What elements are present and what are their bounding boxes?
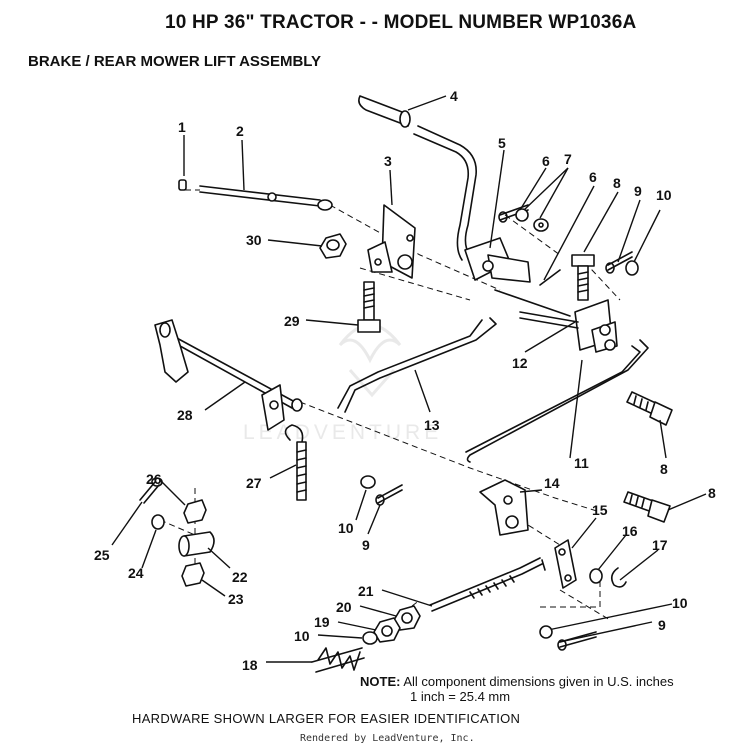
diagram-title: 10 HP 36" TRACTOR - - MODEL NUMBER WP103… xyxy=(165,12,637,33)
callout-29: 29 xyxy=(284,313,300,329)
callout-10c: 10 xyxy=(294,628,310,644)
part-10-washer-upper xyxy=(625,260,639,276)
part-9-cotter-pin-right-lower xyxy=(557,631,597,651)
callout-13: 13 xyxy=(424,417,440,433)
part-30-nut xyxy=(319,233,347,259)
part-22-ferrule xyxy=(178,531,215,557)
part-3-bracket xyxy=(367,204,416,279)
callout-14: 14 xyxy=(544,475,560,491)
callout-9a: 9 xyxy=(634,183,642,199)
callout-9b: 9 xyxy=(362,537,370,553)
callout-8c: 8 xyxy=(708,485,716,501)
callout-22: 22 xyxy=(232,569,248,585)
part-12-pivot-bracket xyxy=(519,299,618,353)
callout-25: 25 xyxy=(94,547,110,563)
callout-18: 18 xyxy=(242,657,258,673)
callout-10a: 10 xyxy=(656,187,672,203)
callout-numbers: 1 2 3 4 5 6 7 6 8 9 10 30 29 12 28 13 11… xyxy=(94,88,716,673)
part-27-eye-bolt xyxy=(284,424,307,501)
callout-8a: 8 xyxy=(613,175,621,191)
part-19-nut xyxy=(373,617,401,643)
part-1-pin xyxy=(178,179,187,191)
part-10-washer-lower xyxy=(362,631,378,645)
part-2-brake-rod xyxy=(199,185,333,211)
part-8-bolt-upper xyxy=(571,254,595,301)
callout-28: 28 xyxy=(177,407,193,423)
callout-10b: 10 xyxy=(338,520,354,536)
part-6-cotter-pin-lower xyxy=(539,269,561,286)
callout-5: 5 xyxy=(498,135,506,151)
callout-4: 4 xyxy=(450,88,458,104)
callout-6a: 6 xyxy=(542,153,550,169)
callout-27: 27 xyxy=(246,475,262,491)
part-29-bolt xyxy=(357,281,381,333)
note-line-2: 1 inch = 25.4 mm xyxy=(410,689,511,704)
dimension-note: NOTE: All component dimensions given in … xyxy=(360,674,674,704)
part-16-washer xyxy=(589,568,603,584)
callout-6b: 6 xyxy=(589,169,597,185)
part-20-nut xyxy=(393,605,421,631)
callout-23: 23 xyxy=(228,591,244,607)
part-18-spring xyxy=(311,647,365,673)
callout-11: 11 xyxy=(574,455,589,471)
callout-8b: 8 xyxy=(660,461,668,477)
watermark-logo xyxy=(338,323,402,398)
part-5-lift-lever xyxy=(413,125,571,317)
part-10-washer-middle xyxy=(360,475,376,489)
leader-lines xyxy=(111,95,707,663)
note-line-1: All component dimensions given in U.S. i… xyxy=(403,674,674,689)
part-28-lift-shaft xyxy=(154,319,303,431)
part-7-washers xyxy=(515,208,549,232)
part-11-rod xyxy=(465,339,649,463)
note-label: NOTE: xyxy=(360,674,401,689)
callout-21: 21 xyxy=(358,583,374,599)
part-4-handle-grip xyxy=(358,95,411,128)
callout-10d: 10 xyxy=(672,595,688,611)
callout-20: 20 xyxy=(336,599,352,615)
callout-24: 24 xyxy=(128,565,144,581)
part-23-nut xyxy=(181,562,205,587)
part-9-cotter-pin xyxy=(605,251,633,274)
assembly-subtitle: BRAKE / REAR MOWER LIFT ASSEMBLY xyxy=(28,53,322,70)
callout-26: 26 xyxy=(146,471,162,487)
part-26-nut xyxy=(183,499,207,524)
callout-16: 16 xyxy=(622,523,638,539)
callout-30: 30 xyxy=(246,232,262,248)
callout-3: 3 xyxy=(384,153,392,169)
callout-9c: 9 xyxy=(658,617,666,633)
callout-17: 17 xyxy=(652,537,668,553)
part-8-bolt-right xyxy=(626,391,673,426)
part-21-threaded-rod xyxy=(429,557,546,612)
hardware-footer-note: HARDWARE SHOWN LARGER FOR EASIER IDENTIF… xyxy=(132,711,521,726)
callout-2: 2 xyxy=(236,123,244,139)
part-24-washer xyxy=(151,514,165,530)
part-10-washer-right-lower xyxy=(539,625,553,639)
part-8-bolt-lower xyxy=(623,491,671,523)
part-15-link-plate xyxy=(554,539,577,589)
part-14-bracket xyxy=(479,479,529,536)
watermark-text: LEADVENTURE xyxy=(243,421,443,444)
rendered-by-credit: Rendered by LeadVenture, Inc. xyxy=(300,733,475,744)
part-9-cotter-pin-middle xyxy=(375,484,403,506)
callout-19: 19 xyxy=(314,614,330,630)
callout-7: 7 xyxy=(564,151,572,167)
callout-1: 1 xyxy=(178,119,186,135)
callout-15: 15 xyxy=(592,502,608,518)
part-13-rod xyxy=(337,317,497,413)
callout-12: 12 xyxy=(512,355,528,371)
part-17-clip xyxy=(610,567,627,588)
